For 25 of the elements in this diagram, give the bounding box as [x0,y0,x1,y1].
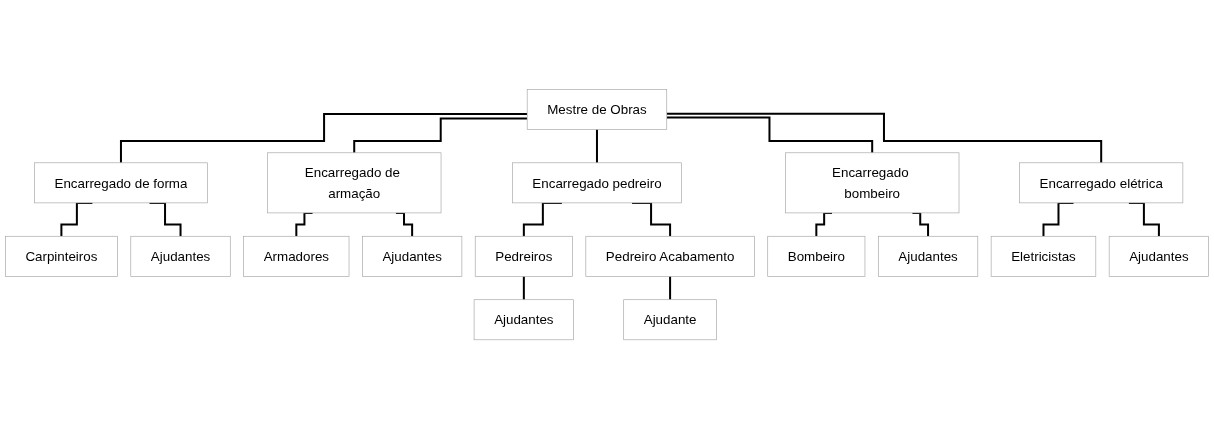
node-box: Ajudantes [1108,236,1209,278]
node-box: Eletricistas [990,236,1097,278]
connector [119,113,529,165]
node-box: Encarregado de forma [34,162,208,204]
node-box: Encarregado pedreiro [512,162,682,204]
connector [522,275,525,302]
node-box: Mestre de Obras [526,89,668,131]
node-box: Armadores [243,236,350,278]
node-box: Encarregado de armação [267,152,442,214]
node-box: Bombeiro [767,236,866,278]
connector [595,128,598,165]
node-box: Ajudantes [877,236,979,278]
node-box: Encarregado bombeiro [785,152,960,214]
node-box: Ajudantes [473,299,574,341]
connector [669,275,672,302]
node-box: Ajudante [623,299,717,341]
connector [665,116,874,155]
node-box: Ajudantes [130,236,231,278]
node-box: Carpinteiros [5,236,118,278]
connector [353,117,529,155]
node-box: Pedreiros [474,236,573,278]
connector [665,113,1103,165]
node-box: Ajudantes [362,236,463,278]
node-box: Pedreiro Acabamento [585,236,755,278]
node-box: Encarregado elétrica [1019,162,1184,204]
